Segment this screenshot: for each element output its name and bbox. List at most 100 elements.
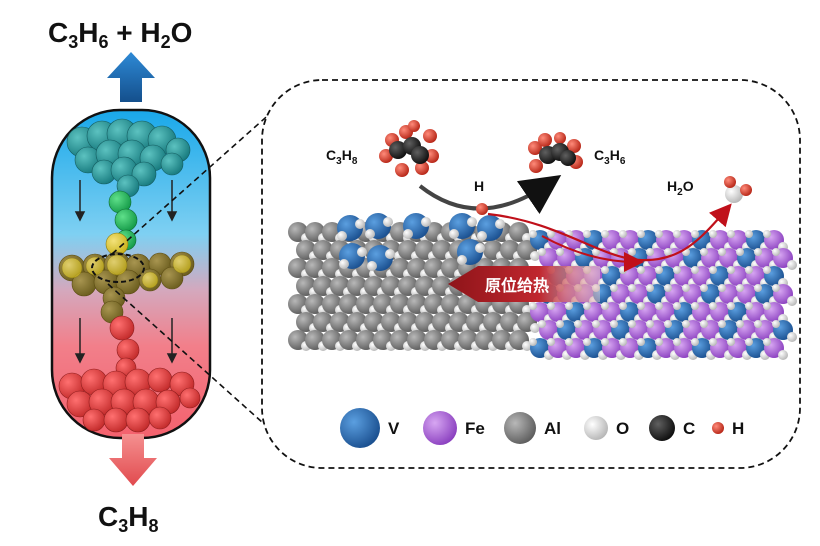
lattice-atom <box>646 320 654 328</box>
feed-inflow-arrow-icon <box>109 434 157 486</box>
lattice-atom <box>787 296 797 306</box>
lattice-atom <box>727 230 735 238</box>
lattice-atom <box>655 302 663 310</box>
lattice-atom <box>357 247 367 257</box>
lattice-atom <box>664 320 672 328</box>
lattice-atom <box>736 320 744 328</box>
lattice-atom <box>601 302 609 310</box>
lattice-atom <box>601 266 609 274</box>
lattice-atom <box>601 338 609 346</box>
lattice-atom <box>673 266 681 274</box>
zoom-region-marker <box>91 253 145 283</box>
lattice-atom <box>574 320 582 328</box>
legend-label-c: C <box>683 419 695 438</box>
lattice-atom <box>538 248 546 256</box>
lattice-atom <box>385 249 395 259</box>
lattice-atom <box>592 248 600 256</box>
bottom-formula-label: C3H8 <box>98 501 159 536</box>
lattice-atom <box>709 266 717 274</box>
propane-molecule <box>379 120 439 177</box>
lattice-atom <box>691 230 699 238</box>
legend-swatch-c <box>649 415 675 441</box>
lattice-atom <box>457 255 467 265</box>
lattice-atom <box>778 350 788 360</box>
lattice-atom <box>646 248 654 256</box>
lattice-atom <box>673 302 681 310</box>
lattice-atom <box>655 266 663 274</box>
lattice-atom <box>495 219 505 229</box>
lattice-atom <box>736 284 744 292</box>
lattice-atom <box>763 230 771 238</box>
lattice-atom <box>709 230 717 238</box>
lattice-atom <box>547 338 555 346</box>
lattice-atom <box>565 302 573 310</box>
lattice-atom <box>745 230 753 238</box>
lattice-atom <box>529 230 537 238</box>
lattice-atom <box>337 231 347 241</box>
legend-swatch-v <box>340 408 380 448</box>
lattice-atom <box>727 338 735 346</box>
lattice-atom <box>637 338 645 346</box>
lattice-atom <box>664 248 672 256</box>
lattice-atom <box>772 320 780 328</box>
hydrogen-spillover-arrow <box>541 235 644 272</box>
lattice-atom <box>718 248 726 256</box>
lattice-atom <box>745 302 753 310</box>
lattice-atom <box>339 259 349 269</box>
lattice-atom <box>529 338 537 346</box>
lattice-atom <box>619 266 627 274</box>
water-label: H2O <box>667 178 694 198</box>
lattice-atom <box>745 266 753 274</box>
svg-text:原位给热: 原位给热 <box>485 276 549 295</box>
lattice-atom <box>619 302 627 310</box>
catalyst-particle-stream <box>58 118 201 433</box>
lattice-atom <box>700 284 708 292</box>
lattice-atom <box>583 302 591 310</box>
lattice-atom <box>727 302 735 310</box>
lattice-atom <box>365 229 375 239</box>
lattice-atom <box>477 231 487 241</box>
lattice-atom <box>682 284 690 292</box>
lattice-atom <box>763 266 771 274</box>
lattice-atom <box>628 320 636 328</box>
lattice-atom <box>610 284 618 292</box>
lattice-atom <box>530 251 540 261</box>
lattice-atom <box>538 320 546 328</box>
lattice-atom <box>556 248 564 256</box>
legend-swatch-h <box>712 422 724 434</box>
lattice-atom <box>691 266 699 274</box>
lattice-atom <box>763 338 771 346</box>
lattice-atom <box>646 284 654 292</box>
lattice-atom <box>736 248 744 256</box>
lattice-atom <box>637 266 645 274</box>
legend-swatch-o <box>584 416 608 440</box>
lattice-atom <box>610 320 618 328</box>
legend-label-al: Al <box>544 419 561 438</box>
lattice-atom <box>556 320 564 328</box>
legend-label-fe: Fe <box>465 419 485 438</box>
lattice-atom <box>383 217 393 227</box>
lattice-atom <box>637 230 645 238</box>
lattice-atom <box>655 338 663 346</box>
lattice-atom <box>700 320 708 328</box>
lattice-atom <box>718 284 726 292</box>
lattice-atom <box>772 248 780 256</box>
lattice-atom <box>754 248 762 256</box>
lattice-atom <box>547 230 555 238</box>
lattice-atom <box>583 230 591 238</box>
legend-swatch-fe <box>423 411 457 445</box>
lattice-atom <box>565 338 573 346</box>
lattice-atom <box>745 338 753 346</box>
lattice-atom <box>601 230 609 238</box>
lattice-atom <box>763 302 771 310</box>
legend-swatch-al <box>504 412 536 444</box>
lattice-atom <box>475 243 485 253</box>
lattice-atom <box>529 302 537 310</box>
product-outflow-arrow-icon <box>107 52 155 102</box>
hydrogen-atom <box>476 203 488 215</box>
lattice-atom <box>628 248 636 256</box>
top-formula-label: C3H6 + H2O <box>48 17 192 52</box>
water-molecule <box>724 176 752 203</box>
lattice-atom <box>355 219 365 229</box>
lattice-atom <box>673 230 681 238</box>
